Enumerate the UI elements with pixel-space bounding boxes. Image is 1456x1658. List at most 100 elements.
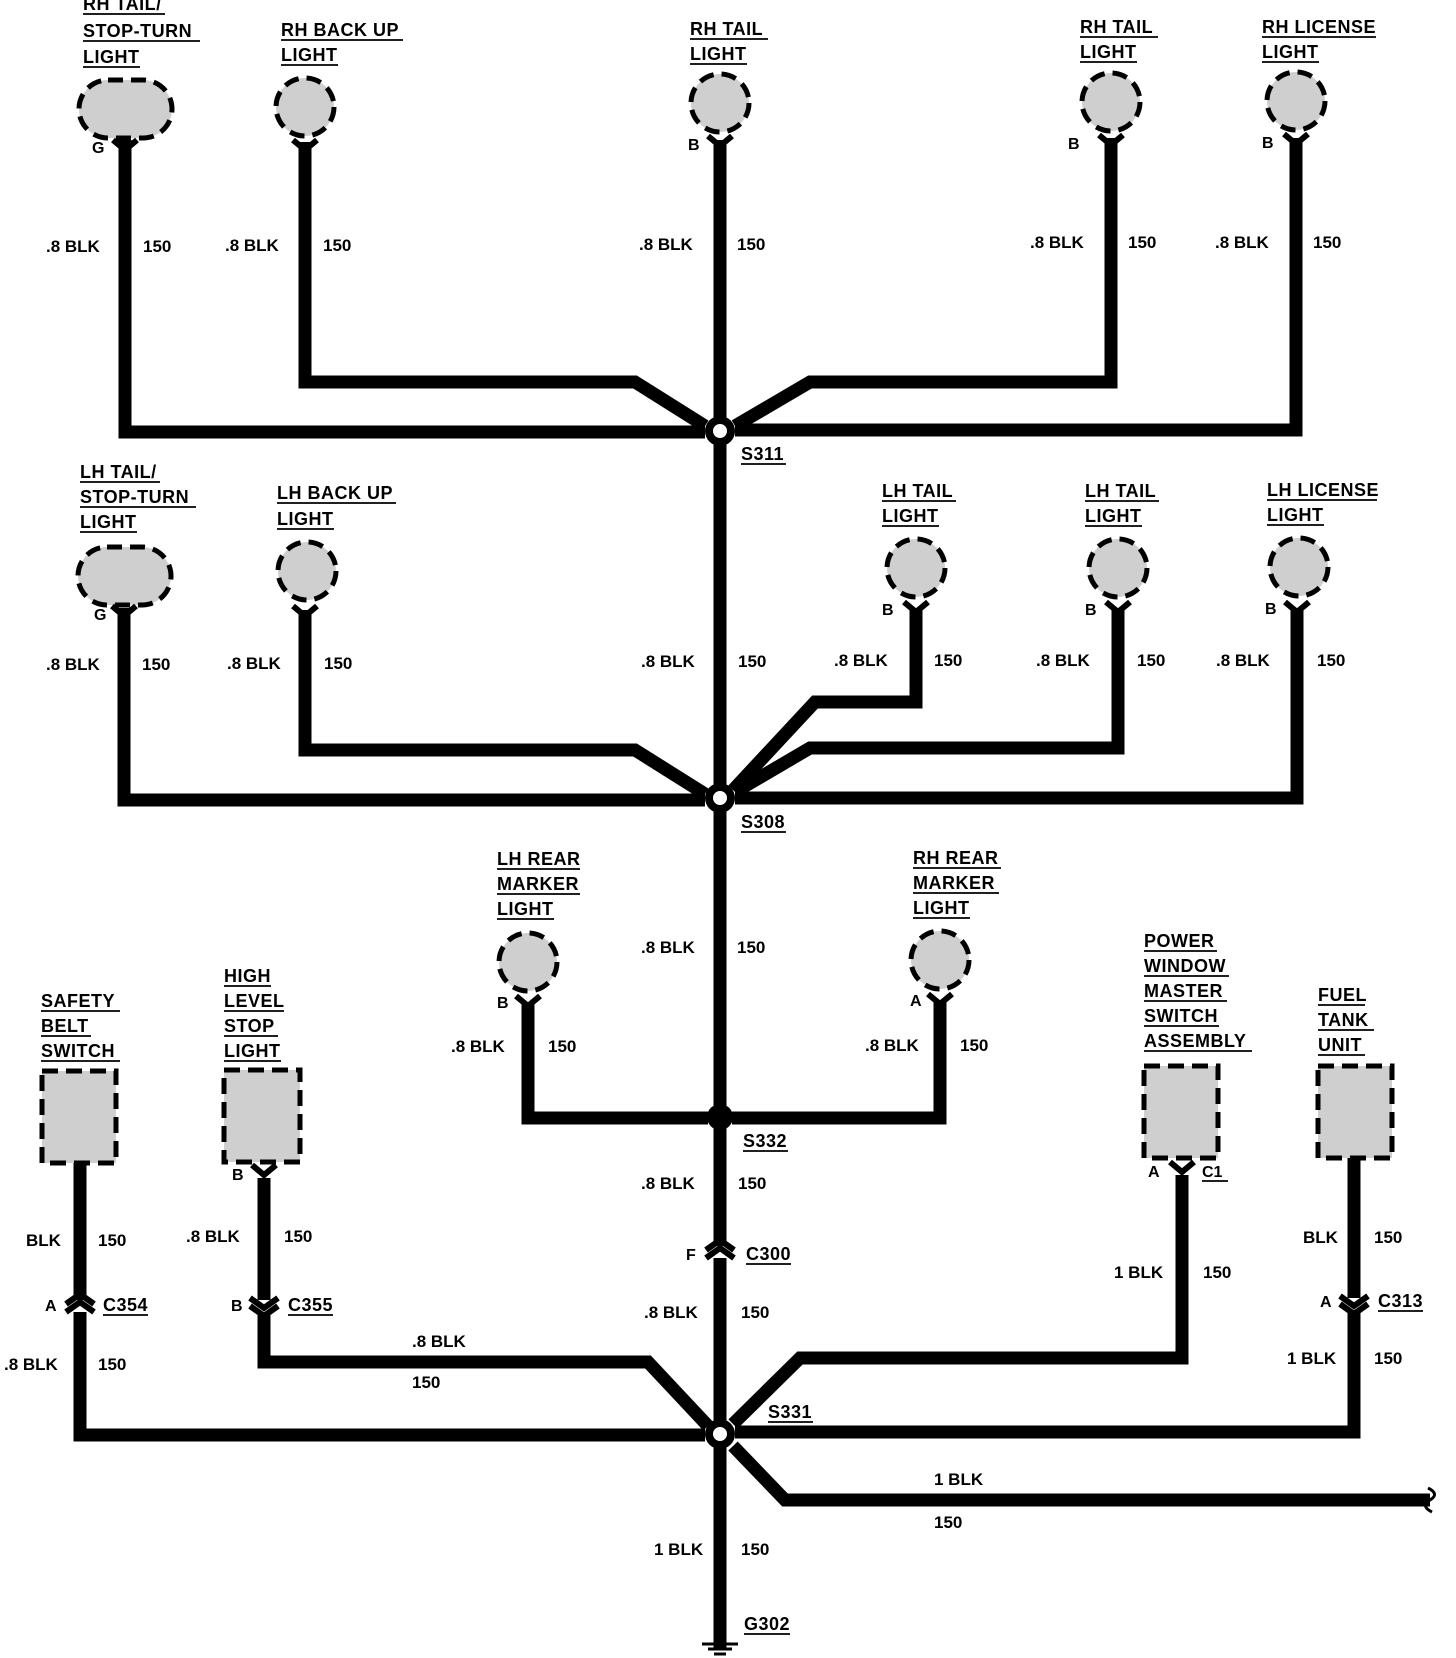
wire-circuit: 150 xyxy=(960,1036,988,1055)
wire-circuit: 150 xyxy=(1374,1228,1402,1247)
wire-color: .8 BLK xyxy=(1216,651,1271,670)
wire-color: .8 BLK xyxy=(46,655,101,674)
wire-lh-license xyxy=(735,608,1304,805)
wire-power-window xyxy=(728,1175,1189,1429)
wire-rh-backup xyxy=(298,142,709,432)
wire-lh-tail-stop-turn xyxy=(117,608,705,807)
wire-rh-rear-marker xyxy=(732,1002,947,1125)
label: LH TAIL/ xyxy=(80,462,157,482)
label: RH LICENSE xyxy=(1262,17,1376,37)
wire-circuit: 150 xyxy=(738,1174,766,1193)
components xyxy=(39,69,1395,1166)
label: LIGHT xyxy=(1262,42,1319,62)
connector-label-c354: C354 xyxy=(103,1295,148,1315)
pin-labels: G B B B G B B B B A B A C1 xyxy=(92,135,1277,1184)
wire-rh-license xyxy=(735,138,1303,437)
pin-label: A xyxy=(1148,1164,1160,1181)
wire-circuit: 150 xyxy=(934,1513,962,1532)
connector-label-c300: C300 xyxy=(746,1244,791,1264)
wire-color: .8 BLK xyxy=(1036,651,1091,670)
wire-lh-tail-1 xyxy=(728,608,923,795)
wire-color: 1 BLK xyxy=(1114,1263,1164,1282)
label: RH BACK UP xyxy=(281,20,399,40)
wire-circuit: 150 xyxy=(1203,1263,1231,1282)
pin-glyph xyxy=(902,599,930,616)
pin-glyph xyxy=(1283,599,1311,616)
lh-tail-light-1 xyxy=(884,536,948,600)
c355-connector xyxy=(248,1295,280,1320)
wire-color: .8 BLK xyxy=(644,1303,699,1322)
label: RH REAR xyxy=(913,848,999,868)
rh-tail-light-1 xyxy=(688,71,752,135)
label: WINDOW xyxy=(1144,956,1226,976)
wire-circuit: 150 xyxy=(548,1037,576,1056)
wire-circuit: 150 xyxy=(738,652,766,671)
pin-glyph xyxy=(1282,131,1310,148)
wire-circuit: 150 xyxy=(741,1540,769,1559)
c355-pin-label: B xyxy=(231,1298,243,1315)
wire-color: .8 BLK xyxy=(641,652,696,671)
label: LIGHT xyxy=(1080,42,1137,62)
label: LIGHT xyxy=(690,44,747,64)
lh-rear-marker-light xyxy=(496,930,560,994)
splice-label-s332: S332 xyxy=(743,1131,787,1151)
component-labels: RH TAIL/ STOP-TURN LIGHT RH BACK UP LIGH… xyxy=(41,0,1379,1062)
pin-label: B xyxy=(232,1167,244,1184)
pin-glyph xyxy=(110,603,138,620)
label: TANK xyxy=(1318,1010,1369,1030)
label: LIGHT xyxy=(497,899,554,919)
splice-label-s331: S331 xyxy=(768,1402,812,1422)
wire-circuit: 150 xyxy=(741,1303,769,1322)
wire-color: .8 BLK xyxy=(1030,233,1085,252)
wire-circuit: 150 xyxy=(412,1373,440,1392)
pin-glyph xyxy=(514,993,542,1010)
wire-circuit: 150 xyxy=(1137,651,1165,670)
connector-label-c313: C313 xyxy=(1378,1291,1423,1311)
pin-glyph xyxy=(291,137,319,154)
label: FUEL xyxy=(1318,985,1367,1005)
wire-circuit: 150 xyxy=(98,1355,126,1374)
label: SWITCH xyxy=(41,1041,115,1061)
wire-circuit: 150 xyxy=(1317,651,1345,670)
wire-safety-belt xyxy=(73,1160,705,1442)
wire-color: .8 BLK xyxy=(225,236,280,255)
pin-label: B xyxy=(1265,601,1277,618)
label: ASSEMBLY xyxy=(1144,1031,1246,1051)
pin-label: B xyxy=(497,995,509,1012)
lh-tail-stop-turn-light xyxy=(75,544,174,608)
wire-1blk-right xyxy=(728,1441,1430,1507)
pin-glyph xyxy=(291,603,319,620)
wire-rh-tail-stop-turn xyxy=(118,140,705,439)
wire-circuit: 150 xyxy=(98,1231,126,1250)
wire-fuel-tank xyxy=(735,1158,1361,1439)
label: BELT xyxy=(41,1016,89,1036)
wire-color: .8 BLK xyxy=(412,1332,467,1351)
label: LEVEL xyxy=(224,991,285,1011)
rh-tail-light-2 xyxy=(1079,70,1143,134)
wires xyxy=(73,138,1430,1648)
wire-circuit: 150 xyxy=(1313,233,1341,252)
label: LIGHT xyxy=(913,898,970,918)
pin-label: G xyxy=(94,607,106,624)
label: RH TAIL xyxy=(1080,17,1153,37)
wire-lh-rear-marker xyxy=(521,1002,708,1125)
connector-label-c355: C355 xyxy=(288,1295,333,1315)
wire-color: .8 BLK xyxy=(639,235,694,254)
c313-connector xyxy=(1338,1293,1370,1318)
lh-license-light xyxy=(1267,535,1331,599)
wire-circuit: 150 xyxy=(143,237,171,256)
splice-label-s311: S311 xyxy=(741,444,784,464)
pin-glyph xyxy=(706,133,734,150)
connector-label-c1: C1 xyxy=(1202,1164,1223,1181)
c300-pin-label: F xyxy=(686,1247,696,1264)
pin-label: A xyxy=(910,993,922,1010)
pin-glyph xyxy=(111,137,139,154)
wire-lh-backup xyxy=(298,610,709,800)
high-level-stop-light xyxy=(221,1067,303,1165)
wire-color: .8 BLK xyxy=(46,237,101,256)
label: LIGHT xyxy=(1267,505,1324,525)
pin-glyph xyxy=(1168,1159,1196,1176)
label: HIGH xyxy=(224,966,271,986)
c313-pin-label: A xyxy=(1320,1294,1332,1311)
label: STOP-TURN xyxy=(80,487,189,507)
